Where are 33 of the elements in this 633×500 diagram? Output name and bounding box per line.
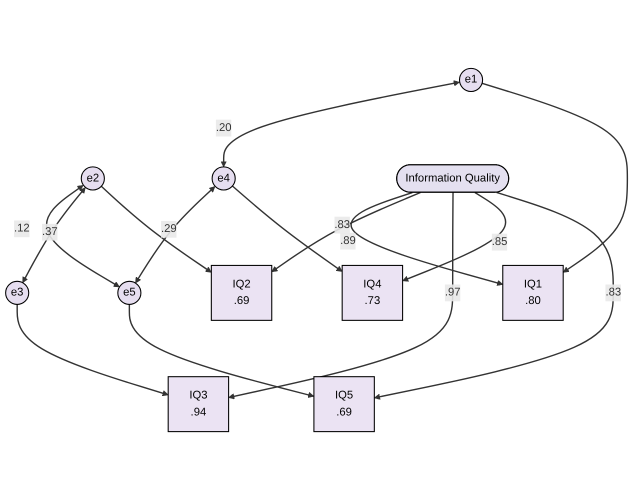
edge-label: .83	[605, 286, 622, 299]
edge-label: .20	[216, 122, 232, 134]
node-circle	[458, 68, 484, 92]
arrow	[232, 185, 342, 272]
arrow	[46, 185, 120, 288]
arrow	[482, 82, 628, 273]
arrow	[16, 304, 168, 396]
arrow	[228, 192, 454, 400]
arrow	[271, 192, 421, 272]
node-box	[210, 264, 272, 321]
arrow	[135, 186, 216, 284]
node-circle	[117, 280, 142, 305]
arrow	[350, 192, 504, 286]
edge-label: .29	[161, 223, 177, 235]
edge-label: .97	[444, 286, 461, 299]
arrow	[220, 80, 460, 168]
arrow	[128, 304, 314, 398]
arrow	[402, 192, 506, 282]
arrow	[100, 186, 212, 273]
edge-label: .37	[42, 226, 58, 238]
node-box	[502, 264, 564, 321]
edge-label: .12	[14, 222, 30, 234]
edge-label: .83	[334, 218, 350, 231]
node-box	[168, 376, 230, 432]
edge-label: .85	[492, 236, 508, 248]
node-box	[342, 264, 404, 321]
arrow	[374, 192, 614, 400]
node-circle	[5, 280, 30, 305]
edge-label: .89	[340, 234, 356, 247]
node-box	[313, 376, 375, 432]
node-circle	[80, 166, 105, 191]
arrow	[22, 187, 86, 283]
node-circle	[212, 166, 236, 191]
